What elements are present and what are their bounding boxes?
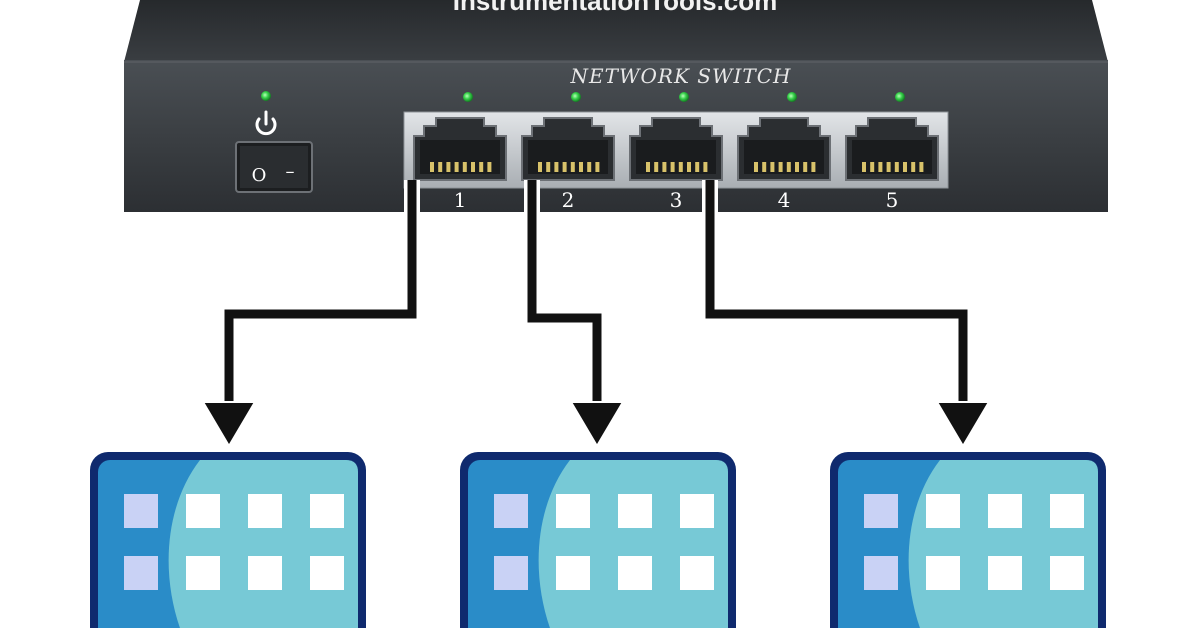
port-number-3: 3 [670,188,683,212]
power-led [261,91,271,101]
switch-label: NETWORK SWITCH [570,64,792,88]
arrow-head-1 [201,401,257,448]
ethernet-port-3[interactable] [629,117,723,181]
port-group [413,117,939,181]
arrow-head-2 [569,401,625,448]
port-led-3 [679,92,689,102]
port-led-1 [463,92,473,102]
ethernet-port-1[interactable] [413,117,507,181]
rocker-switch[interactable]: O – [235,141,313,193]
port-number-1: 1 [454,188,467,212]
watermark-text: InstrumentationTools.com [453,0,778,16]
arrow-head-3 [935,401,991,448]
rocker-off-symbol: – [286,161,295,182]
port-number-5: 5 [886,188,899,212]
ethernet-port-4[interactable] [737,117,831,181]
device-icon-port-2 [460,452,736,632]
port-led-group [463,92,905,102]
port-led-2 [571,92,581,102]
port-number-group: 1 2 3 4 5 [454,188,899,212]
port-led-5 [895,92,905,102]
power-icon [255,110,277,136]
cable-port-1 [201,180,420,448]
cable-group [201,180,991,448]
ethernet-port-5[interactable] [845,117,939,181]
device-icon-port-1 [90,452,366,632]
device-group [90,452,1106,632]
switch-top-face [124,0,1108,62]
cable-port-3 [702,180,991,448]
ethernet-port-2[interactable] [521,117,615,181]
cable-port-2 [524,180,625,448]
device-icon-port-3 [830,452,1106,632]
port-number-4: 4 [778,188,791,212]
port-led-4 [787,92,797,102]
port-number-2: 2 [562,188,575,212]
rocker-on-symbol: O [252,165,267,186]
